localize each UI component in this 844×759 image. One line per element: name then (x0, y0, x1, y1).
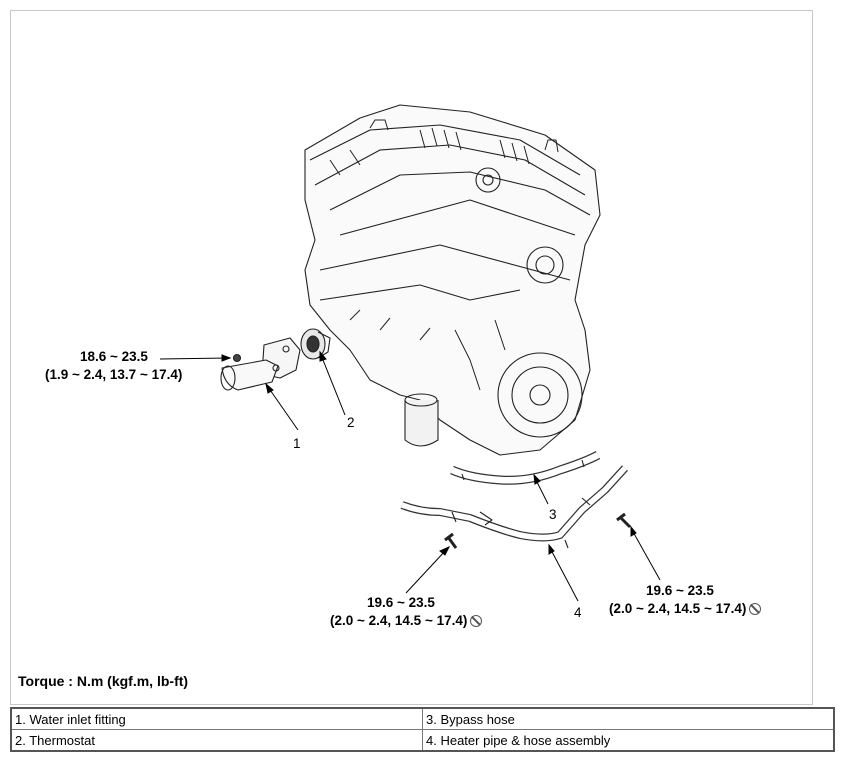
legend-cell: 1. Water inlet fitting (10, 707, 423, 730)
table-row: 2. Thermostat 4. Heater pipe & hose asse… (10, 729, 835, 752)
parts-legend-table: 1. Water inlet fitting 3. Bypass hose 2.… (10, 707, 835, 752)
part-number-3: 3 (549, 507, 557, 522)
part-number-4: 4 (574, 605, 582, 620)
part-number-1: 1 (293, 436, 301, 451)
bolt-right (616, 512, 632, 529)
torque-callout-1-value: 18.6 ~ 23.5 (80, 349, 148, 364)
torque-callout-3-range: (2.0 ~ 2.4, 14.5 ~ 17.4) (609, 601, 762, 617)
prohibited-circle-icon (749, 603, 762, 615)
engine-cooling-diagram (159, 104, 661, 602)
torque-callout-3-value: 19.6 ~ 23.5 (646, 583, 714, 598)
diagram-frame (10, 10, 813, 705)
thermostat (300, 328, 331, 360)
legend-cell: 3. Bypass hose (422, 707, 835, 730)
table-row: 1. Water inlet fitting 3. Bypass hose (10, 707, 835, 730)
torque-callout-1-range: (1.9 ~ 2.4, 13.7 ~ 17.4) (45, 367, 183, 382)
legend-cell: 4. Heater pipe & hose assembly (422, 729, 835, 752)
bolt-left (444, 532, 458, 549)
torque-callout-2-value: 19.6 ~ 23.5 (367, 595, 435, 610)
legend-cell: 2. Thermostat (10, 729, 423, 752)
torque-unit-note: Torque : N.m (kgf.m, lb-ft) (18, 673, 189, 689)
engine-block (304, 104, 601, 456)
prohibited-circle-icon (470, 615, 483, 627)
bypass-hose (450, 451, 601, 485)
part-number-2: 2 (347, 415, 355, 430)
heater-pipe-assembly (400, 465, 628, 549)
torque-callout-2-range: (2.0 ~ 2.4, 14.5 ~ 17.4) (330, 613, 483, 629)
water-inlet-fitting (220, 337, 301, 391)
